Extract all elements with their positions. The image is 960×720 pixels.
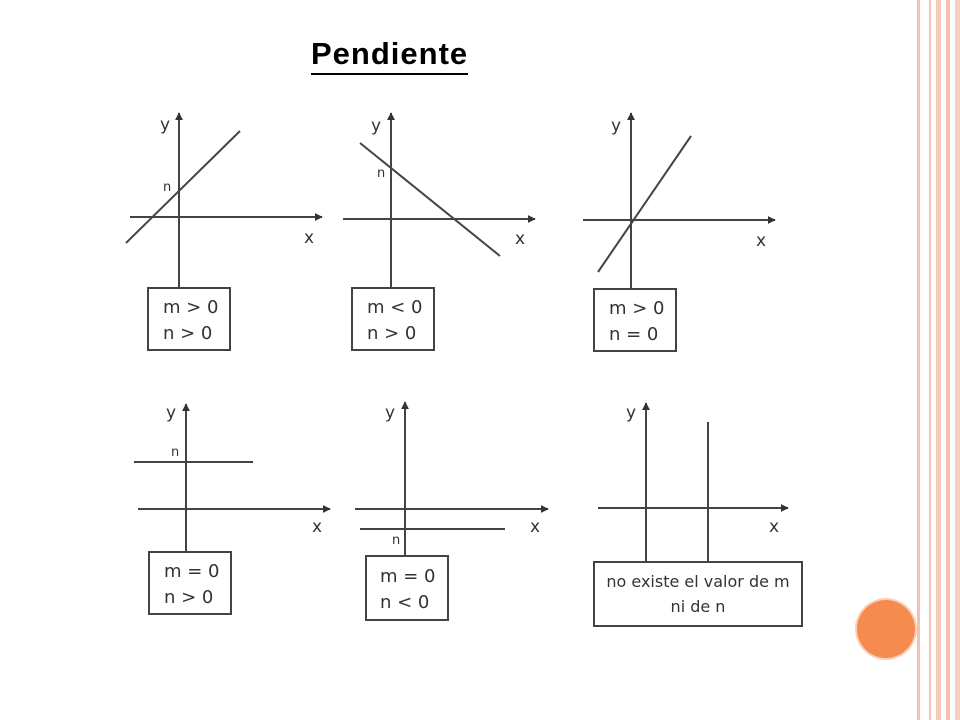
y-label-1: y bbox=[160, 115, 170, 135]
y-label-6: y bbox=[626, 403, 636, 423]
decorative-circle bbox=[857, 600, 915, 658]
condition-box-5 bbox=[365, 555, 449, 621]
n-label-4: n bbox=[171, 445, 179, 460]
box1-line2: n > 0 bbox=[163, 323, 212, 344]
x-label-5: x bbox=[530, 517, 540, 537]
panel-1 bbox=[125, 112, 323, 351]
box4-line1: m = 0 bbox=[164, 561, 220, 582]
n-label-2: n bbox=[377, 166, 385, 181]
y-label-5: y bbox=[385, 403, 395, 423]
box1-line1: m > 0 bbox=[163, 297, 219, 318]
frame-border-5 bbox=[955, 0, 960, 720]
n-label-5: n bbox=[392, 533, 400, 548]
page-title: Pendiente bbox=[311, 36, 469, 75]
condition-box-2 bbox=[351, 287, 435, 351]
x-label-4: x bbox=[312, 517, 322, 537]
y-label-4: y bbox=[166, 403, 176, 423]
line-1 bbox=[125, 130, 241, 244]
frame-border-2 bbox=[929, 0, 931, 720]
x-label-1: x bbox=[304, 228, 314, 248]
x-label-2: x bbox=[515, 229, 525, 249]
condition-box-3 bbox=[593, 288, 677, 352]
box4-line2: n > 0 bbox=[164, 587, 213, 608]
frame-border-1 bbox=[917, 0, 920, 720]
condition-box-4 bbox=[148, 551, 232, 615]
panel-2 bbox=[343, 112, 536, 351]
x-label-3: x bbox=[756, 231, 766, 251]
box3-line2: n = 0 bbox=[609, 324, 658, 345]
box2-line2: n > 0 bbox=[367, 323, 416, 344]
panel-4 bbox=[134, 403, 331, 615]
panel-3 bbox=[583, 112, 776, 352]
y-label-2: y bbox=[371, 116, 381, 136]
box5-line2: n < 0 bbox=[380, 592, 429, 613]
panel-6 bbox=[593, 402, 803, 627]
box3-line1: m > 0 bbox=[609, 298, 665, 319]
condition-box-6 bbox=[593, 561, 803, 627]
condition-box-1 bbox=[147, 287, 231, 351]
line-2 bbox=[359, 142, 501, 257]
x-label-6: x bbox=[769, 517, 779, 537]
box5-line1: m = 0 bbox=[380, 566, 436, 587]
box6-line1: no existe el valor de m bbox=[606, 572, 789, 591]
n-label-1: n bbox=[163, 180, 171, 195]
box6-line2: ni de n bbox=[671, 597, 726, 616]
y-label-3: y bbox=[611, 116, 621, 136]
frame-border-3 bbox=[936, 0, 941, 720]
panel-5 bbox=[355, 401, 549, 621]
line-3 bbox=[597, 135, 692, 273]
frame-border-4 bbox=[946, 0, 950, 720]
box2-line1: m < 0 bbox=[367, 297, 423, 318]
